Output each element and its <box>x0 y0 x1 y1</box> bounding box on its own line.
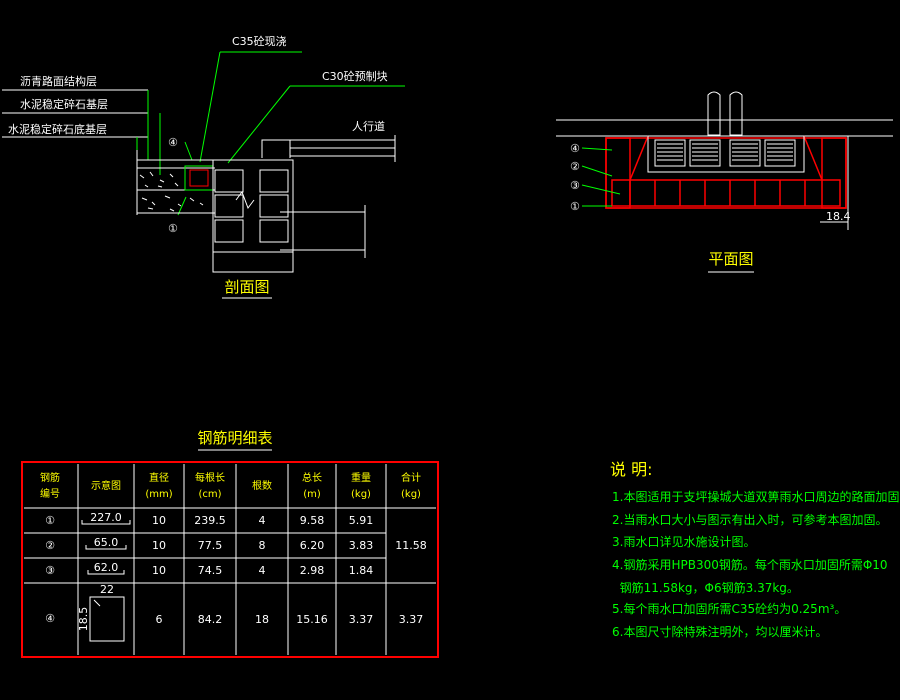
rebar-table: 钢筋明细表 钢筋 编号 示意图 直径 (mm) 每根长 (cm) <box>21 429 439 658</box>
table-row: ③ 62.0 10 74.5 4 2.98 1.84 <box>45 561 373 577</box>
plan-mark-2: ② <box>570 160 580 173</box>
cell-dia: 6 <box>156 613 163 626</box>
section-leaders <box>2 89 148 138</box>
sketch-bar-3 <box>87 570 125 575</box>
note-item: 1.本图适用于支坪操城大道双箅雨水口周边的路面加固。 <box>612 489 900 504</box>
table-title: 钢筋明细表 <box>197 429 272 447</box>
cell-total: 15.16 <box>296 613 328 626</box>
th-id-2: 编号 <box>40 487 60 500</box>
table-row: ① 227.0 10 239.5 4 9.58 5.91 <box>45 511 373 527</box>
sketch-stirrup <box>89 596 125 642</box>
cell-weight: 5.91 <box>349 514 374 527</box>
cell-sketch: 62.0 <box>94 561 119 574</box>
label-layer2: 水泥稳定碎石基层 <box>20 97 108 111</box>
cell-id: ① <box>45 514 55 527</box>
plan-mark-4: ④ <box>570 142 580 155</box>
cell-id: ③ <box>45 564 55 577</box>
cell-id: ④ <box>45 612 55 625</box>
th-weight-1: 重量 <box>351 471 371 484</box>
cell-sketch: 227.0 <box>90 511 122 524</box>
plan-view: ④ ② ③ ① 18.4 平面图 <box>556 91 893 273</box>
cell-count: 8 <box>259 539 266 552</box>
cell-len: 239.5 <box>194 514 226 527</box>
cell-len: 84.2 <box>198 613 223 626</box>
curb-structure <box>212 135 396 273</box>
road-layers <box>136 150 215 215</box>
note-item: 5.每个雨水口加固所需C35砼约为0.25m³。 <box>612 601 846 616</box>
section-view: 沥青路面结构层 水泥稳定碎石基层 水泥稳定碎石底基层 C35砼现浇 C30砼预制… <box>2 35 405 299</box>
cell-sketch-w: 22 <box>100 583 114 596</box>
section-caption: 剖面图 <box>224 278 269 296</box>
th-sum-1: 合计 <box>401 471 421 484</box>
th-len-2: (cm) <box>198 489 221 500</box>
note-item: 2.当雨水口大小与图示有出入时，可参考本图加固。 <box>612 512 887 527</box>
th-sketch: 示意图 <box>91 479 121 492</box>
note-item: 6.本图尺寸除特殊注明外，均以厘米计。 <box>612 624 827 639</box>
plan-mark-3: ③ <box>570 179 580 192</box>
cell-sketch: 65.0 <box>94 536 119 549</box>
plan-grate <box>647 135 805 173</box>
label-c35: C35砼现浇 <box>232 35 287 48</box>
th-total-1: 总长 <box>302 471 322 484</box>
th-len-1: 每根长 <box>195 471 225 484</box>
cell-weight: 3.83 <box>349 539 374 552</box>
plan-caption: 平面图 <box>708 250 753 268</box>
plan-outline <box>556 91 893 230</box>
sketch-stirrup-hook <box>93 599 101 607</box>
rebar-frame <box>189 169 209 187</box>
cell-len: 77.5 <box>198 539 223 552</box>
cell-total: 2.98 <box>300 564 325 577</box>
label-layer1: 沥青路面结构层 <box>20 74 97 88</box>
th-dia-1: 直径 <box>149 471 169 484</box>
th-id-1: 钢筋 <box>40 471 60 484</box>
cell-weight: 3.37 <box>349 613 374 626</box>
cell-count: 4 <box>259 514 266 527</box>
table-header: 钢筋 编号 示意图 直径 (mm) 每根长 (cm) 根数 总长 (m) 重量 … <box>40 471 421 500</box>
table-row: ② 65.0 10 77.5 8 6.20 3.83 <box>45 536 373 552</box>
cell-dia: 10 <box>152 564 166 577</box>
th-dia-2: (mm) <box>145 489 172 500</box>
plan-rebar <box>605 135 847 209</box>
label-c30: C30砼预制块 <box>322 70 388 83</box>
note-item: 钢筋11.58kg，Φ6钢筋3.37kg。 <box>612 580 799 595</box>
cell-count: 18 <box>255 613 269 626</box>
plan-grate-bars <box>657 143 793 161</box>
cell-sum-1-3: 11.58 <box>395 539 427 552</box>
th-count: 根数 <box>252 479 272 492</box>
cell-len: 74.5 <box>198 564 223 577</box>
cell-count: 4 <box>259 564 266 577</box>
note-item: 4.钢筋采用HPB300钢筋。每个雨水口加固所需Φ10 <box>612 557 888 572</box>
table-row: ④ 22 18.5 6 84.2 18 15.16 3.37 3.37 <box>45 583 424 642</box>
notes-title: 说 明: <box>610 460 652 479</box>
cell-weight: 1.84 <box>349 564 374 577</box>
cell-id: ② <box>45 539 55 552</box>
plan-dim: 18.4 <box>826 210 851 223</box>
plan-leaders <box>581 147 621 207</box>
cell-dia: 10 <box>152 514 166 527</box>
th-sum-2: (kg) <box>401 489 421 500</box>
label-mark1: ① <box>168 222 178 235</box>
table-grid-outer <box>21 461 439 658</box>
cell-dia: 10 <box>152 539 166 552</box>
cell-total: 6.20 <box>300 539 325 552</box>
label-mark4: ④ <box>168 136 178 149</box>
note-item: 3.雨水口详见水施设计图。 <box>612 534 755 549</box>
plan-mark-1: ① <box>570 200 580 213</box>
cell-total: 9.58 <box>300 514 325 527</box>
label-sidewalk: 人行道 <box>352 119 385 133</box>
sketch-bar-1 <box>81 520 131 525</box>
notes: 说 明: 1.本图适用于支坪操城大道双箅雨水口周边的路面加固。 2.当雨水口大小… <box>610 460 900 639</box>
cell-sum: 3.37 <box>399 613 424 626</box>
th-weight-2: (kg) <box>351 489 371 500</box>
sketch-bar-2 <box>85 545 127 550</box>
cell-sketch-h: 18.5 <box>77 607 90 632</box>
table-grid <box>24 464 436 655</box>
th-total-2: (m) <box>303 489 321 500</box>
label-layer3: 水泥稳定碎石底基层 <box>8 122 107 136</box>
